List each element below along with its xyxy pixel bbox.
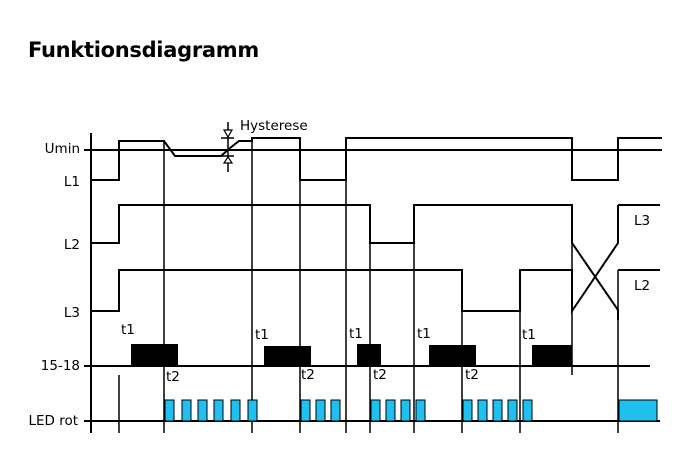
relay-on-block: [264, 346, 311, 366]
row-label-umin: Umin: [45, 141, 80, 157]
relay-on-block: [532, 345, 572, 366]
timer-label-t1: t1: [417, 326, 431, 342]
hysteresis-arrow-down-icon: [222, 129, 234, 139]
led-pulse: [385, 399, 396, 422]
timer-label-t2: t2: [166, 369, 180, 385]
timer-label-t2: t2: [373, 367, 387, 383]
led-pulse: [164, 399, 175, 422]
led-pulse: [522, 399, 533, 422]
led-pulse: [415, 399, 426, 422]
timer-label-t2: t2: [465, 367, 479, 383]
led-pulse: [247, 399, 258, 422]
led-pulse: [462, 399, 473, 422]
signal-l2: [91, 204, 619, 320]
row-label-l2: L2: [64, 237, 80, 253]
relay-on-block: [357, 344, 381, 366]
led-pulse: [370, 399, 381, 422]
diagram-title: Funktionsdiagramm: [28, 38, 259, 62]
led-pulse: [181, 399, 192, 422]
row-label-l1: L1: [64, 174, 80, 190]
row-label-l3: L3: [64, 305, 80, 321]
led-pulse: [330, 399, 341, 422]
led-pulse: [230, 399, 241, 422]
led-pulse: [213, 399, 224, 422]
crossover-label-l2: L2: [634, 278, 650, 294]
time-markers: [118, 138, 619, 433]
led-pulses: [164, 399, 658, 422]
timer-label-t1: t1: [522, 327, 536, 343]
led-pulse: [315, 399, 326, 422]
timer-label-t1: t1: [349, 326, 363, 342]
relay-blocks: [131, 344, 572, 366]
signal-l1: [91, 137, 662, 181]
relay-on-block: [429, 345, 476, 366]
led-pulse: [300, 399, 311, 422]
signal-l3: [91, 205, 619, 315]
hysteresis-marker: [221, 122, 234, 172]
timer-label-t1: t1: [255, 327, 269, 343]
timer-label-t1: t1: [121, 322, 135, 338]
led-pulse: [492, 399, 503, 422]
led-pulse: [477, 399, 488, 422]
relay-on-block: [131, 344, 178, 366]
row-label-led: LED rot: [28, 413, 78, 429]
led-continuous: [618, 399, 658, 422]
row-label-relay: 15-18: [41, 358, 80, 374]
hysteresis-arrow-up-icon: [222, 155, 234, 164]
led-pulse: [197, 399, 208, 422]
timer-label-t2: t2: [301, 367, 315, 383]
led-pulse: [400, 399, 411, 422]
crossover-label-l3: L3: [634, 213, 650, 229]
led-pulse: [507, 399, 518, 422]
hysteresis-label: Hysterese: [240, 118, 308, 134]
